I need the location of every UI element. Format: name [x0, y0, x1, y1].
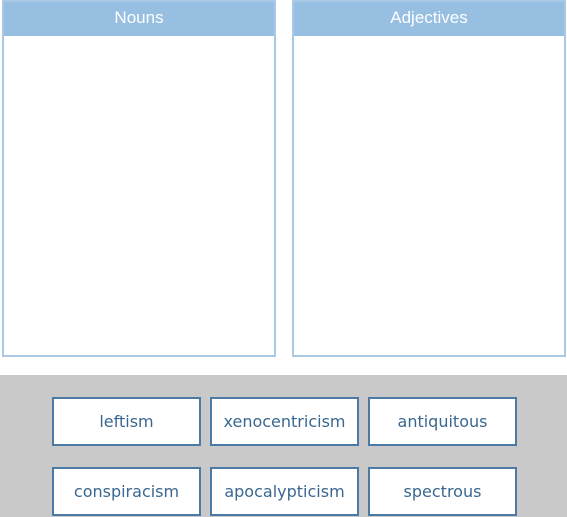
nouns-bucket[interactable]: Nouns	[2, 0, 276, 357]
adjectives-bucket[interactable]: Adjectives	[292, 0, 566, 357]
word-chip-xenocentricism[interactable]: xenocentricism	[210, 397, 359, 446]
adjectives-bucket-title: Adjectives	[294, 2, 564, 36]
word-chip-apocalypticism[interactable]: apocalypticism	[210, 467, 359, 516]
word-chip-conspiracism[interactable]: conspiracism	[52, 467, 201, 516]
word-chip-spectrous[interactable]: spectrous	[368, 467, 517, 516]
word-chip-antiquitous[interactable]: antiquitous	[368, 397, 517, 446]
adjectives-drop-zone[interactable]	[294, 36, 564, 355]
word-chip-leftism[interactable]: leftism	[52, 397, 201, 446]
nouns-drop-zone[interactable]	[4, 36, 274, 355]
nouns-bucket-title: Nouns	[4, 2, 274, 36]
word-tray: leftism xenocentricism antiquitous consp…	[0, 375, 567, 517]
